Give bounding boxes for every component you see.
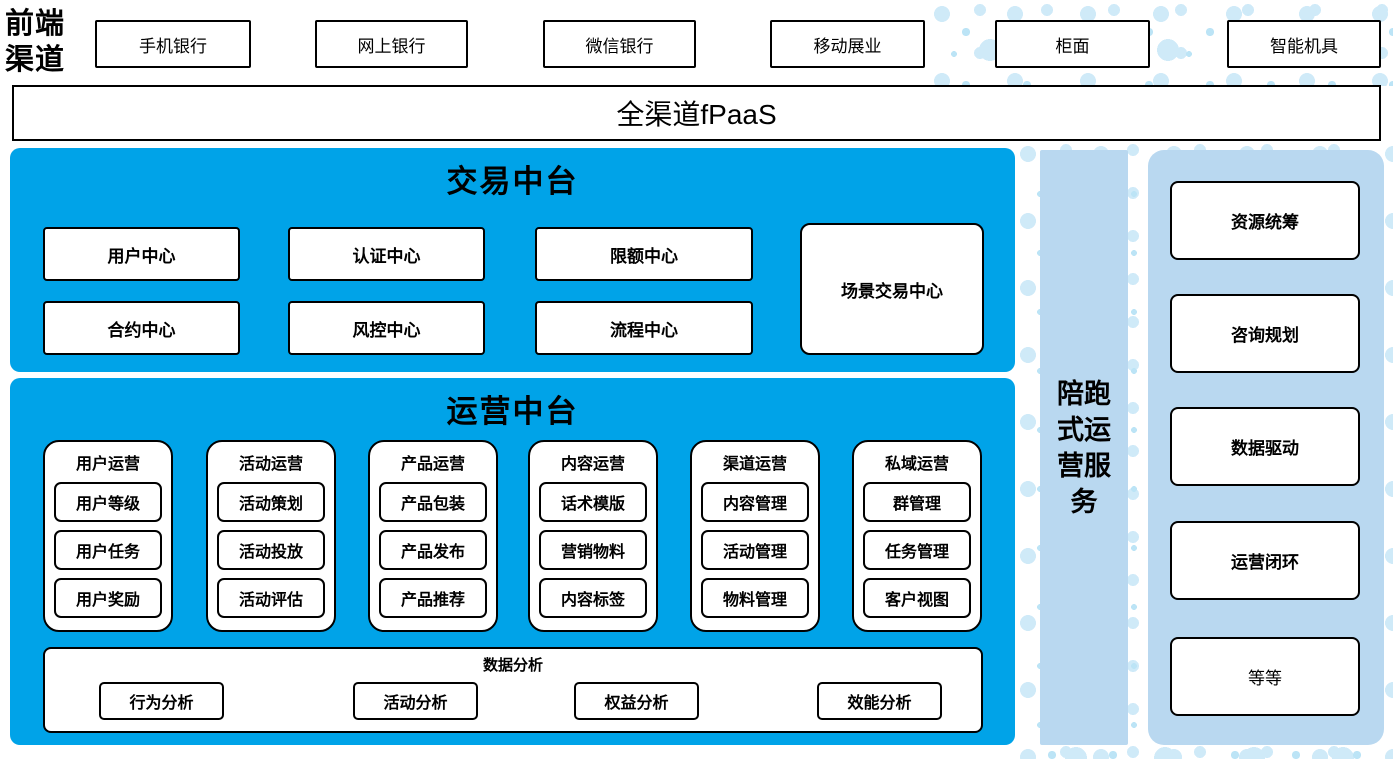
service-box-etc: 等等 (1170, 637, 1360, 716)
data-analysis-title: 数据分析 (482, 657, 543, 674)
ops-item: 产品推荐 (379, 578, 487, 618)
service-box-consulting: 咨询规划 (1170, 294, 1360, 373)
ops-item: 营销物料 (539, 530, 647, 570)
ops-item: 任务管理 (863, 530, 971, 570)
data-analysis-box: 数据分析 行为分析 活动分析 权益分析 效能分析 (43, 647, 983, 733)
ops-item: 活动管理 (701, 530, 809, 570)
ops-item: 用户奖励 (54, 578, 162, 618)
ops-item: 产品包装 (379, 482, 487, 522)
side-service-strip: 陪跑式运营服务 (1040, 150, 1128, 745)
ops-group-title: 渠道运营 (722, 456, 787, 473)
ops-group-private-domain: 私域运营 群管理 任务管理 客户视图 (852, 440, 982, 632)
ops-platform-title: 运营中台 (446, 394, 579, 429)
center-box-process: 流程中心 (535, 301, 753, 355)
ops-platform-panel: 运营中台 用户运营 用户等级 用户任务 用户奖励 活动运营 活动策划 活动投放 … (10, 378, 1015, 745)
channel-box-online-banking: 网上银行 (315, 20, 468, 68)
right-service-panel: 资源统筹 咨询规划 数据驱动 运营闭环 等等 (1148, 150, 1384, 745)
ops-item: 用户等级 (54, 482, 162, 522)
service-box-ops-loop: 运营闭环 (1170, 521, 1360, 600)
ops-item: 用户任务 (54, 530, 162, 570)
center-box-contract: 合约中心 (43, 301, 240, 355)
ops-item: 活动策划 (217, 482, 325, 522)
ops-item: 物料管理 (701, 578, 809, 618)
service-box-data-driven: 数据驱动 (1170, 407, 1360, 486)
ops-item: 活动评估 (217, 578, 325, 618)
ops-item: 内容标签 (539, 578, 647, 618)
ops-group-title: 产品运营 (400, 456, 465, 473)
ops-item: 话术模版 (539, 482, 647, 522)
channel-box-smart-devices: 智能机具 (1227, 20, 1381, 68)
channel-box-wechat-banking: 微信银行 (543, 20, 696, 68)
ops-item: 活动投放 (217, 530, 325, 570)
ops-item: 客户视图 (863, 578, 971, 618)
ops-group-content: 内容运营 话术模版 营销物料 内容标签 (528, 440, 658, 632)
center-box-risk: 风控中心 (288, 301, 485, 355)
ops-group-activity: 活动运营 活动策划 活动投放 活动评估 (206, 440, 336, 632)
ops-item: 产品发布 (379, 530, 487, 570)
analysis-item-efficiency: 效能分析 (817, 682, 942, 720)
center-box-scene-trade: 场景交易中心 (800, 223, 984, 355)
analysis-item-activity: 活动分析 (353, 682, 478, 720)
ops-item: 群管理 (863, 482, 971, 522)
channel-box-counter: 柜面 (995, 20, 1150, 68)
service-box-resource-planning: 资源统筹 (1170, 181, 1360, 260)
front-channels-label: 前端渠道 (5, 8, 66, 76)
ops-group-title: 活动运营 (238, 456, 303, 473)
ops-group-title: 私域运营 (884, 456, 949, 473)
ops-group-user: 用户运营 用户等级 用户任务 用户奖励 (43, 440, 173, 632)
ops-group-channel: 渠道运营 内容管理 活动管理 物料管理 (690, 440, 820, 632)
channel-box-mobile-sales: 移动展业 (770, 20, 925, 68)
ops-group-product: 产品运营 产品包装 产品发布 产品推荐 (368, 440, 498, 632)
side-service-label: 陪跑式运营服务 (1057, 378, 1111, 517)
ops-group-title: 用户运营 (75, 456, 140, 473)
ops-item: 内容管理 (701, 482, 809, 522)
center-box-user: 用户中心 (43, 227, 240, 281)
trade-platform-panel: 交易中台 用户中心 认证中心 限额中心 合约中心 风控中心 流程中心 场景交易中… (10, 148, 1015, 372)
trade-platform-title: 交易中台 (446, 164, 579, 199)
analysis-item-rights: 权益分析 (574, 682, 699, 720)
analysis-item-behavior: 行为分析 (99, 682, 224, 720)
ops-group-title: 内容运营 (560, 456, 625, 473)
center-box-auth: 认证中心 (288, 227, 485, 281)
center-box-limit: 限额中心 (535, 227, 753, 281)
channel-box-mobile-banking: 手机银行 (95, 20, 251, 68)
fpaas-bar: 全渠道fPaaS (12, 85, 1381, 141)
